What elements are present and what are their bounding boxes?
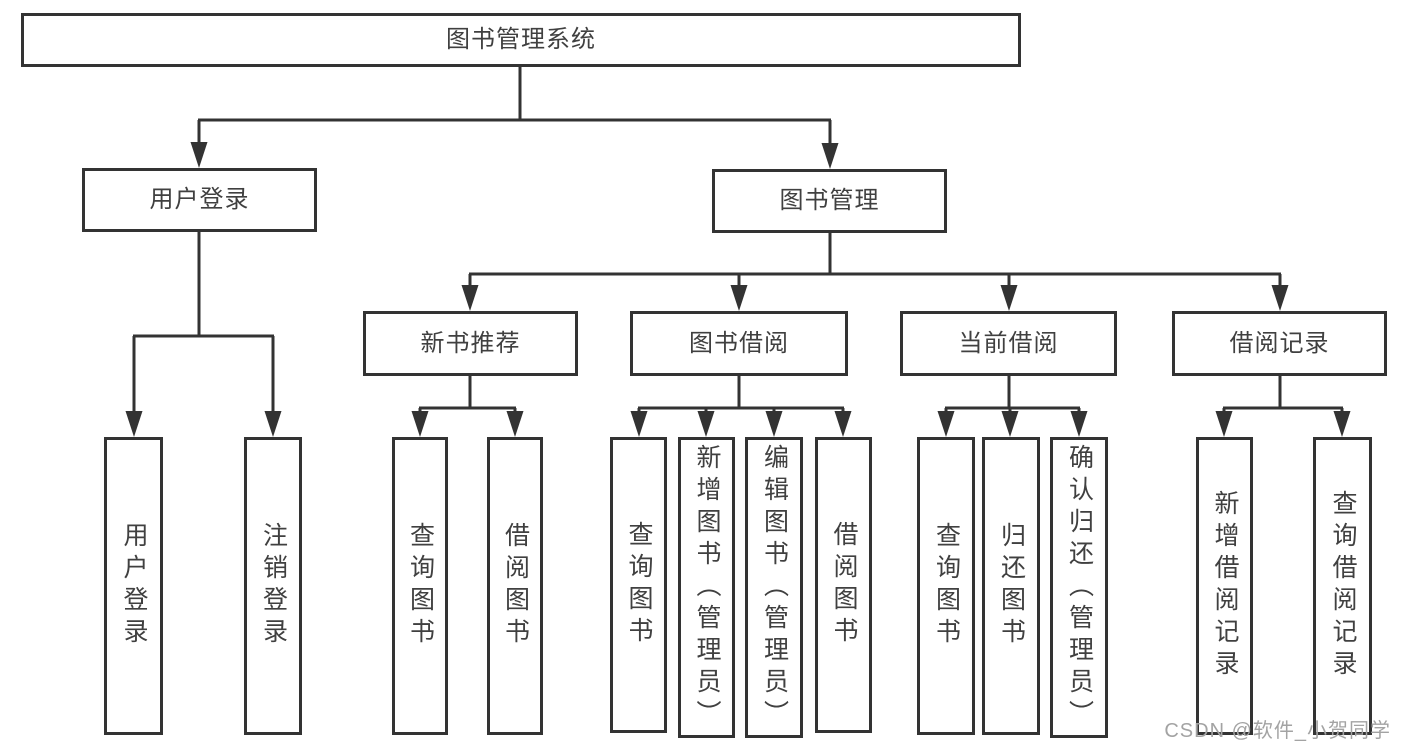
- leaf-add-borrow-record-label: 新增借阅记录: [1211, 490, 1239, 682]
- leaf-edit-book-label: 编辑图书（管理员）: [760, 443, 789, 732]
- leaf-query-borrow-record-label: 查询借阅记录: [1329, 490, 1357, 682]
- node-book-mgmt: 图书管理: [712, 169, 947, 233]
- leaf-borrow-book-1-label: 借阅图书: [501, 522, 530, 650]
- leaf-logout: 注销登录: [244, 437, 302, 735]
- node-book-mgmt-label: 图书管理: [779, 187, 880, 214]
- node-book-borrow-label: 图书借阅: [689, 329, 789, 357]
- node-borrow-records: 借阅记录: [1172, 311, 1387, 376]
- leaf-add-borrow-record: 新增借阅记录: [1196, 437, 1253, 735]
- node-root-label: 图书管理系统: [446, 26, 596, 53]
- leaf-confirm-return-label: 确认归还（管理员）: [1065, 443, 1094, 732]
- leaf-query-book-1: 查询图书: [392, 437, 448, 735]
- leaf-borrow-book-2: 借阅图书: [815, 437, 872, 733]
- csdn-watermark: CSDN @软件_小贺同学: [1164, 720, 1391, 742]
- node-user-login: 用户登录: [82, 168, 317, 232]
- leaf-return-book-label: 归还图书: [997, 522, 1026, 650]
- node-user-login-label: 用户登录: [149, 186, 250, 213]
- leaf-confirm-return: 确认归还（管理员）: [1050, 437, 1108, 738]
- leaf-query-book-3-label: 查询图书: [932, 522, 961, 650]
- node-borrow-records-label: 借阅记录: [1229, 329, 1330, 357]
- leaf-query-book-3: 查询图书: [917, 437, 975, 735]
- node-current-borrow-label: 当前借阅: [958, 329, 1059, 357]
- leaf-user-login: 用户登录: [104, 437, 163, 735]
- leaf-user-login-label: 用户登录: [120, 522, 148, 650]
- leaf-query-book-2-label: 查询图书: [625, 521, 653, 649]
- leaf-return-book: 归还图书: [982, 437, 1040, 735]
- leaf-edit-book: 编辑图书（管理员）: [745, 437, 803, 738]
- node-new-book-rec-label: 新书推荐: [420, 329, 521, 357]
- leaf-query-book-2: 查询图书: [610, 437, 667, 733]
- node-book-borrow: 图书借阅: [630, 311, 848, 376]
- leaf-query-book-1-label: 查询图书: [406, 522, 435, 650]
- node-current-borrow: 当前借阅: [900, 311, 1117, 376]
- leaf-logout-label: 注销登录: [259, 522, 288, 650]
- leaf-borrow-book-1: 借阅图书: [487, 437, 543, 735]
- node-new-book-rec: 新书推荐: [363, 311, 578, 376]
- leaf-query-borrow-record: 查询借阅记录: [1313, 437, 1372, 735]
- node-root: 图书管理系统: [21, 13, 1021, 67]
- leaf-borrow-book-2-label: 借阅图书: [830, 521, 858, 649]
- leaf-add-book-label: 新增图书（管理员）: [693, 443, 721, 732]
- leaf-add-book: 新增图书（管理员）: [678, 437, 735, 738]
